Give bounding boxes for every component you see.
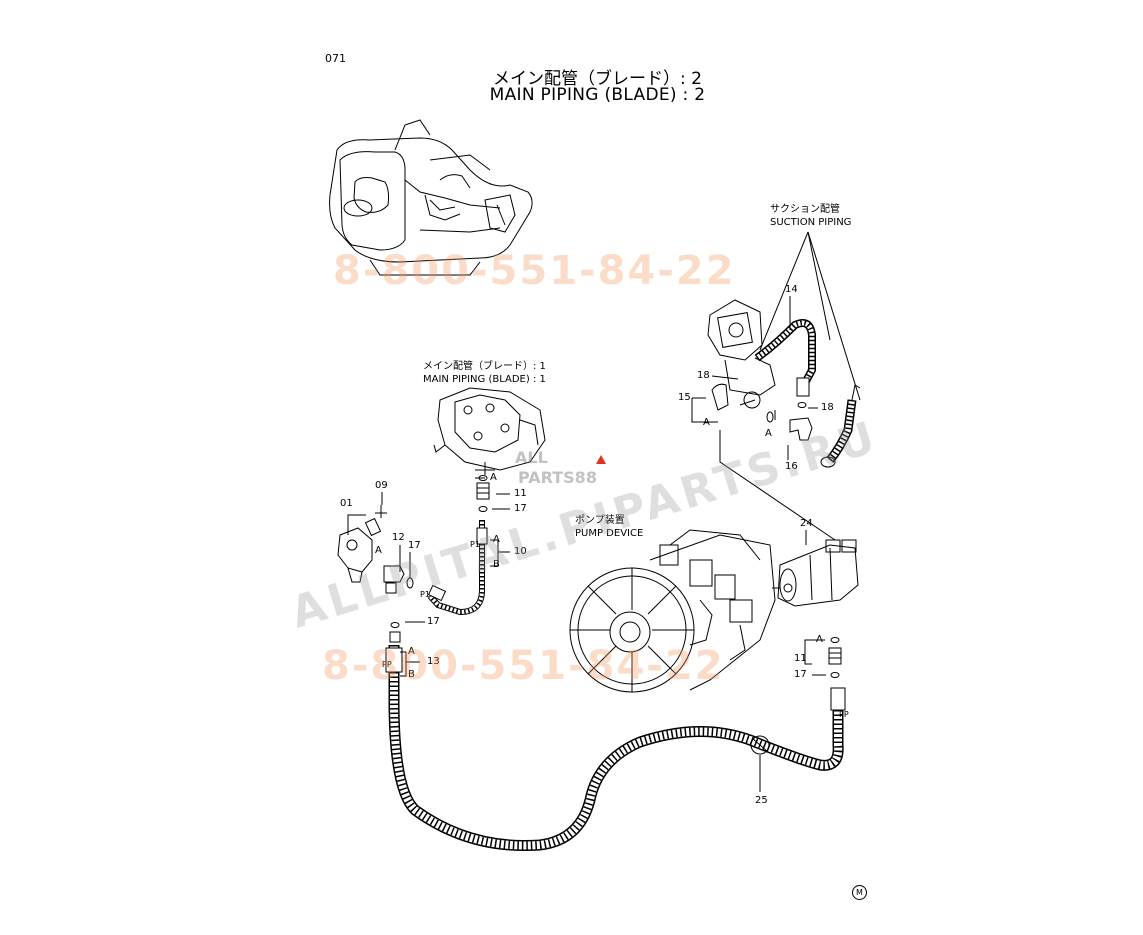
part-number-12: 12 bbox=[392, 532, 405, 543]
watermark-logo-line2: PARTS88 bbox=[518, 468, 597, 487]
part-number-25: 25 bbox=[755, 795, 768, 806]
page-number: 071 bbox=[325, 52, 346, 65]
pump-device-caption-jp: ポンプ装置 bbox=[575, 515, 625, 526]
pump-device-caption-en: PUMP DEVICE bbox=[575, 528, 644, 539]
pump-device-sketch bbox=[569, 529, 776, 693]
part-number-17-fitting: 17 bbox=[408, 540, 421, 551]
part-number-09: 09 bbox=[375, 480, 388, 491]
port-label-a-fitting: A bbox=[375, 545, 382, 556]
part-number-24: 24 bbox=[800, 518, 813, 529]
part-number-16: 16 bbox=[785, 461, 798, 472]
suction-piping-sketch bbox=[707, 299, 861, 468]
leader-lines bbox=[347, 231, 861, 792]
port-label-a-pump: A bbox=[816, 634, 823, 645]
excavator-sketch bbox=[329, 119, 533, 276]
port-label-pp-pump: PP bbox=[839, 710, 849, 719]
watermark-logo-line1: ALL bbox=[515, 448, 548, 467]
port-label-a-hose10: A bbox=[493, 534, 500, 545]
port-label-b-hose13: B bbox=[408, 669, 415, 680]
part-number-18-left: 18 bbox=[697, 370, 710, 381]
part-number-01: 01 bbox=[340, 498, 353, 509]
revision-mark: M bbox=[852, 885, 867, 900]
part-number-18-right: 18 bbox=[821, 402, 834, 413]
gear-pump-24-sketch bbox=[772, 539, 859, 607]
valve-01-sketch bbox=[337, 505, 387, 583]
port-label-b-hose10: B bbox=[493, 559, 500, 570]
port-label-a-suction-right: A bbox=[765, 428, 772, 439]
part-number-14: 14 bbox=[785, 284, 798, 295]
part-number-11-pump: 11 bbox=[794, 653, 807, 664]
port-label-a-hose13: A bbox=[408, 646, 415, 657]
control-valve-sketch bbox=[433, 387, 546, 475]
title-japanese: メイン配管（ブレード）: 2 bbox=[493, 69, 702, 89]
watermark-phone-bottom: 8-800-551-84-22 bbox=[322, 643, 725, 689]
part-number-17-pump: 17 bbox=[794, 669, 807, 680]
part-number-17-valve: 17 bbox=[514, 503, 527, 514]
watermark-logo-red-mark bbox=[596, 455, 606, 464]
part-number-17-hose: 17 bbox=[427, 616, 440, 627]
port-label-pp-hose13: PP bbox=[382, 660, 392, 669]
part-number-13: 13 bbox=[427, 656, 440, 667]
title-english: MAIN PIPING (BLADE) : 2 bbox=[489, 85, 706, 105]
port-label-p1-fitting: P1 bbox=[420, 590, 430, 599]
suction-piping-caption-en: SUCTION PIPING bbox=[770, 217, 852, 228]
suction-piping-caption-jp: サクション配管 bbox=[770, 204, 840, 215]
port-label-p1-hose: P1 bbox=[470, 540, 480, 549]
part-number-15: 15 bbox=[678, 392, 691, 403]
part-number-11-valve: 11 bbox=[514, 488, 527, 499]
port-label-a-valve: A bbox=[490, 472, 497, 483]
watermark-phone-top: 8-800-551-84-22 bbox=[333, 248, 736, 294]
main-piping-1-caption-en: MAIN PIPING (BLADE) : 1 bbox=[423, 374, 546, 385]
part-number-10: 10 bbox=[514, 546, 527, 557]
main-piping-1-caption-jp: メイン配管（ブレード）: 1 bbox=[423, 361, 546, 372]
port-label-a-suction-left: A bbox=[703, 417, 710, 428]
